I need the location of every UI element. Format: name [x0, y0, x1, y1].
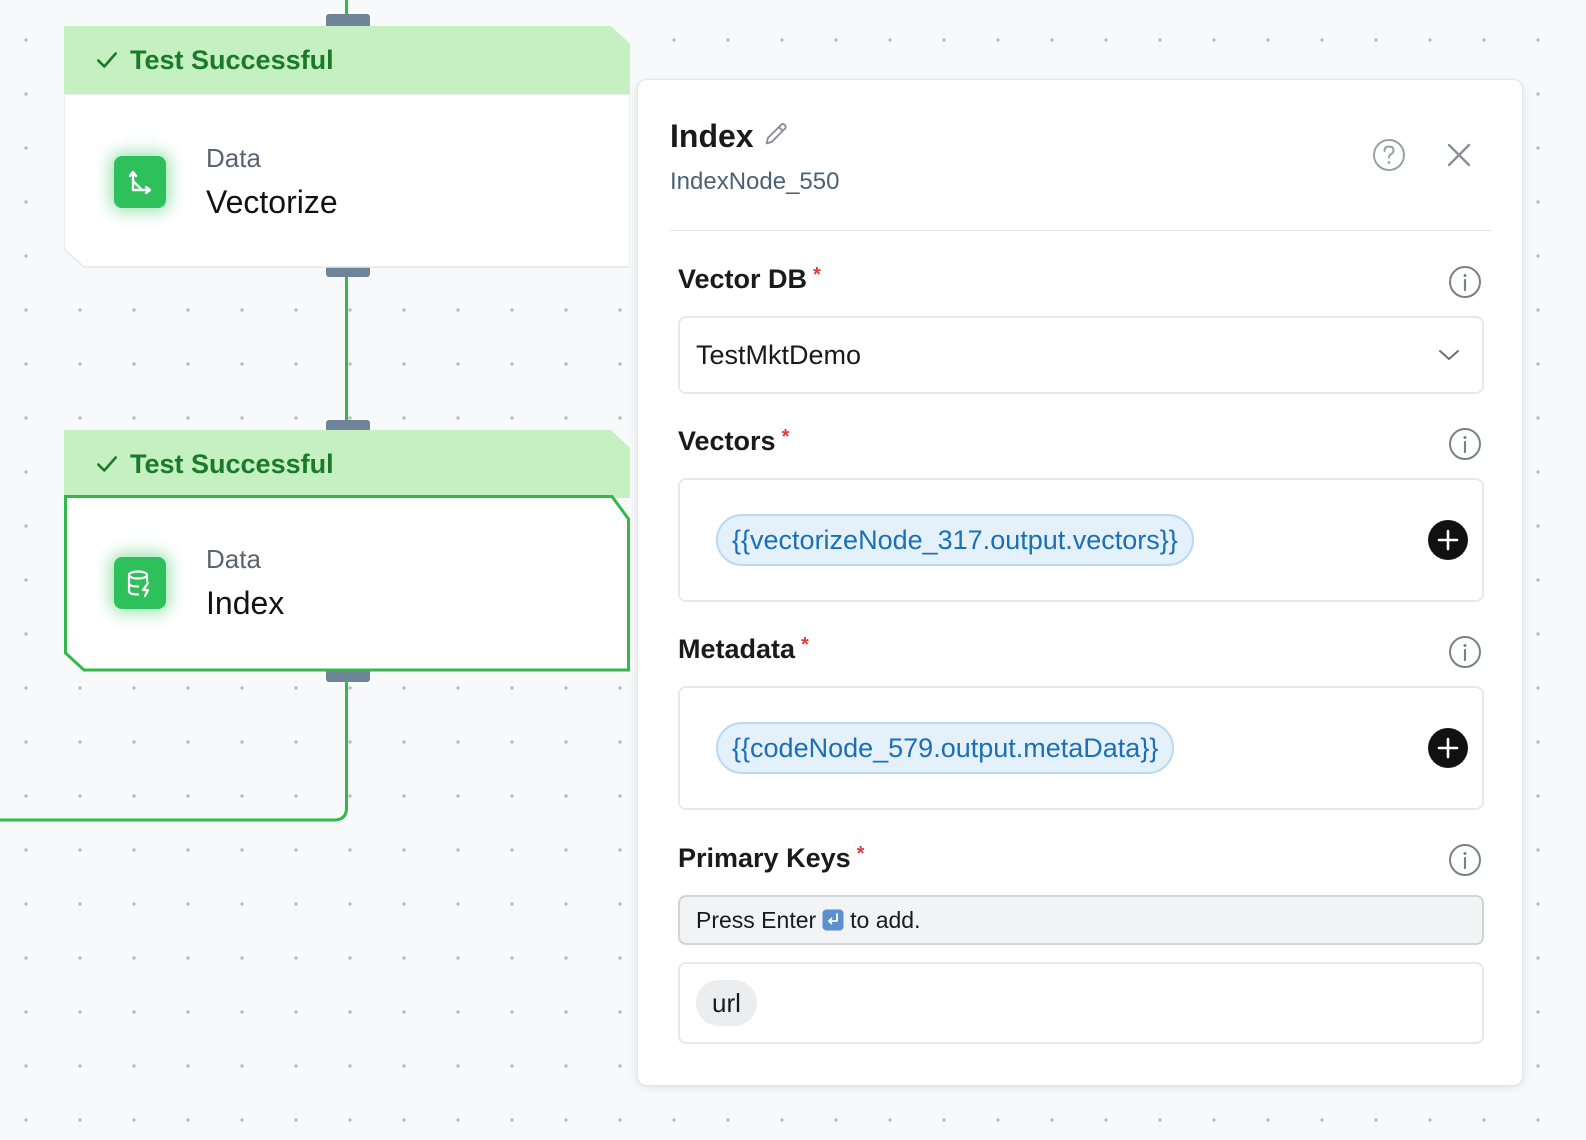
info-icon[interactable]: [1448, 843, 1482, 877]
primary-keys-entry-input[interactable]: Press Enter to add.: [678, 895, 1484, 945]
panel-node-id: IndexNode_550: [670, 168, 840, 195]
info-icon[interactable]: [1448, 265, 1482, 299]
entry-hint-after: to add.: [850, 906, 921, 933]
help-icon[interactable]: [1372, 138, 1406, 172]
field-label-vector-db: Vector DB*: [678, 264, 821, 294]
edge-top: [345, 0, 348, 16]
enter-key-icon: [822, 909, 844, 931]
node-status-banner: Test Successful: [64, 430, 630, 498]
edit-pencil-icon[interactable]: [762, 120, 790, 148]
check-icon: [97, 456, 117, 472]
chevron-down-icon: [1439, 350, 1459, 360]
vectorize-axes-icon: [114, 155, 166, 208]
close-icon[interactable]: [1444, 140, 1474, 170]
node-output-port[interactable]: [326, 670, 370, 682]
info-icon[interactable]: [1448, 427, 1482, 461]
add-plus-icon[interactable]: [1428, 728, 1468, 768]
edge-vectorize-to-index: [345, 277, 348, 421]
node-index[interactable]: Test Successful Data Index: [64, 430, 630, 672]
check-icon: [97, 52, 117, 68]
node-status-text: Test Successful: [130, 448, 334, 479]
field-label-metadata: Metadata*: [678, 634, 809, 664]
field-label-primary-keys: Primary Keys*: [678, 843, 865, 873]
field-label-vectors: Vectors*: [678, 426, 790, 456]
add-plus-icon[interactable]: [1428, 520, 1468, 560]
node-kind: Data: [206, 142, 261, 173]
node-card-frame: [64, 94, 630, 268]
metadata-input[interactable]: {{codeNode_579.output.metaData}}: [678, 686, 1484, 810]
node-input-port[interactable]: [326, 420, 370, 432]
primary-key-tag[interactable]: url: [696, 980, 757, 1026]
vector-db-selected-value: TestMktDemo: [696, 340, 862, 370]
vectors-input[interactable]: {{vectorizeNode_317.output.vectors}}: [678, 478, 1484, 602]
node-input-port[interactable]: [326, 14, 370, 26]
node-output-port[interactable]: [326, 265, 370, 277]
node-status-banner: Test Successful: [64, 26, 630, 94]
node-name: Index: [206, 584, 285, 621]
variable-pill[interactable]: {{codeNode_579.output.metaData}}: [716, 722, 1175, 774]
node-card-frame-selected: [64, 495, 630, 672]
primary-keys-tags: url: [678, 962, 1484, 1044]
node-vectorize[interactable]: Test Successful Data Vectorize: [64, 26, 630, 269]
panel-title: Index: [670, 118, 754, 154]
database-index-icon: [114, 556, 166, 609]
entry-hint-before: Press Enter: [696, 906, 817, 933]
edge-index-out: [0, 680, 348, 822]
vector-db-select[interactable]: TestMktDemo: [678, 316, 1484, 394]
node-properties-panel: Index IndexNode_550 Vector DB* TestMktDe…: [637, 79, 1523, 1086]
variable-pill[interactable]: {{vectorizeNode_317.output.vectors}}: [716, 514, 1194, 566]
info-icon[interactable]: [1448, 635, 1482, 669]
node-kind: Data: [206, 543, 261, 574]
panel-divider: [670, 230, 1492, 231]
node-name: Vectorize: [206, 183, 338, 220]
node-status-text: Test Successful: [130, 44, 334, 75]
